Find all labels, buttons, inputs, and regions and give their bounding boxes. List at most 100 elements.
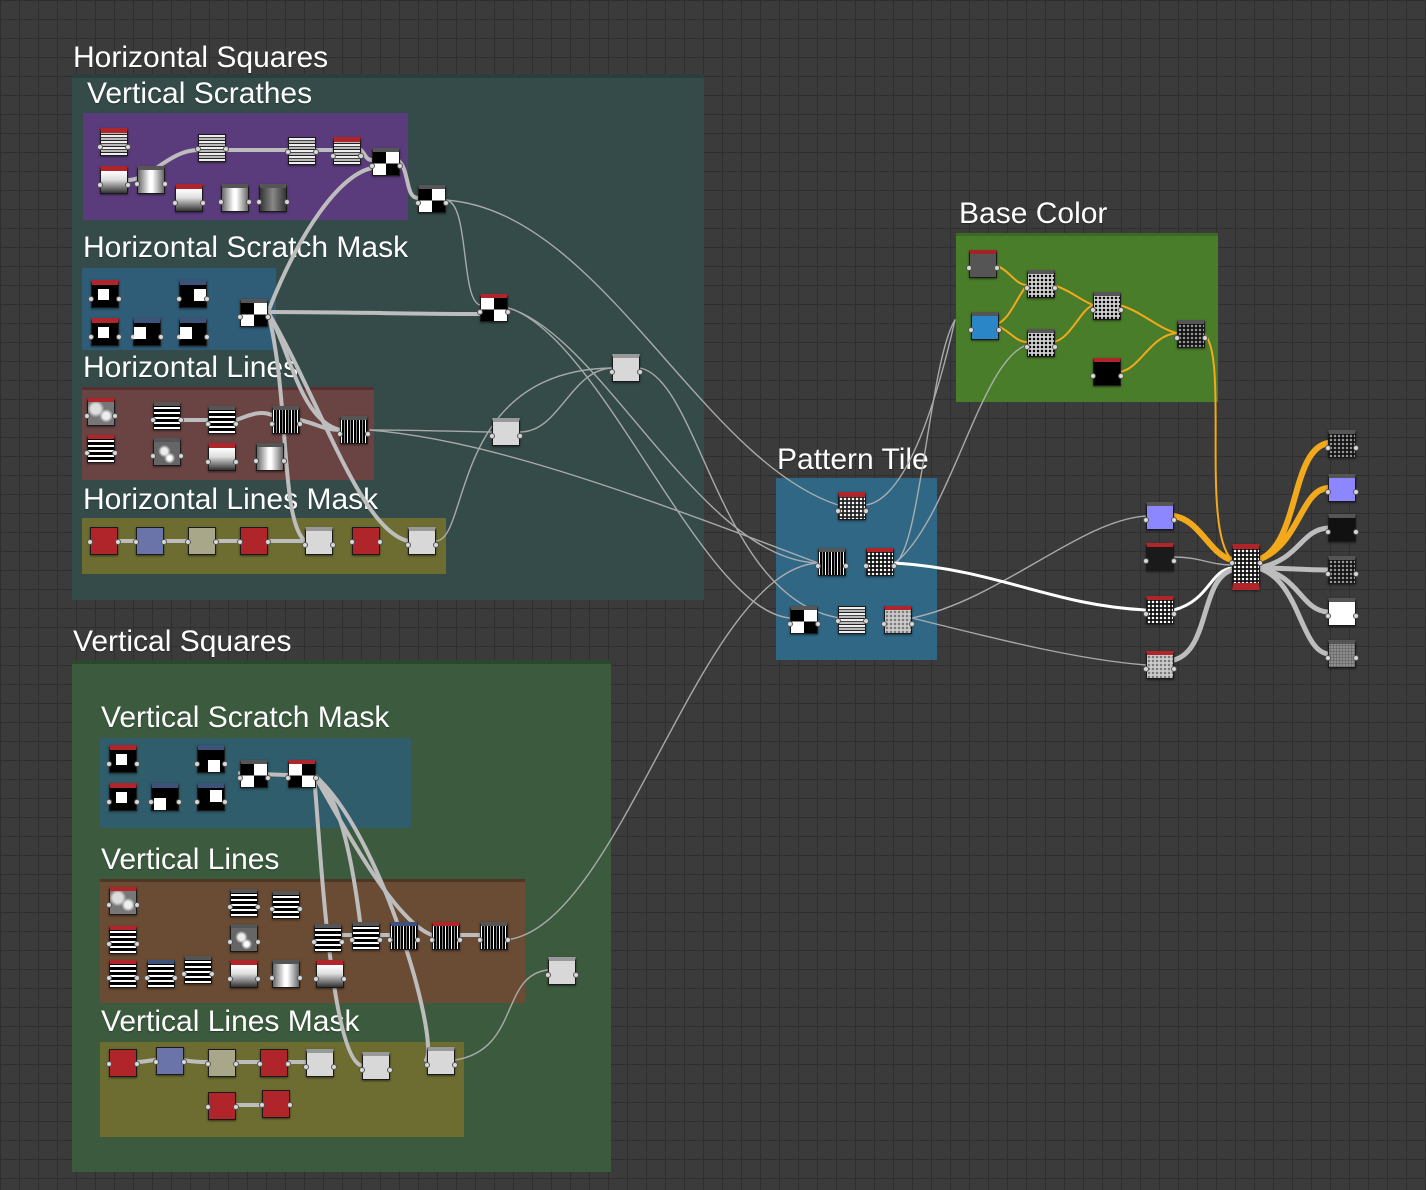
gradient-node[interactable] xyxy=(205,443,239,471)
frame-base-color[interactable] xyxy=(956,233,1218,402)
frame-title: Vertical Scrathes xyxy=(87,77,313,110)
height-node[interactable] xyxy=(1143,651,1177,679)
normal-node[interactable] xyxy=(1143,596,1177,624)
blend-node[interactable] xyxy=(1024,270,1058,298)
transform-node[interactable] xyxy=(176,318,210,346)
shape-node[interactable] xyxy=(88,280,122,308)
lines-node[interactable] xyxy=(227,889,261,917)
shape-node[interactable] xyxy=(106,745,140,773)
output-roughness[interactable] xyxy=(1325,514,1359,542)
blend-node[interactable] xyxy=(429,922,463,950)
noise-node[interactable] xyxy=(106,887,140,915)
blend-node[interactable] xyxy=(787,606,821,634)
blend-node[interactable] xyxy=(237,760,271,788)
blend-node[interactable] xyxy=(424,1047,458,1075)
blend-node[interactable] xyxy=(1090,292,1124,320)
lines-node[interactable] xyxy=(269,891,303,919)
lines-node[interactable] xyxy=(181,956,215,984)
uniform-color-node[interactable] xyxy=(133,527,167,555)
blend-node[interactable] xyxy=(302,527,336,555)
gradient-node[interactable] xyxy=(227,960,261,988)
shape-node[interactable] xyxy=(88,318,122,346)
uniform-color-node[interactable] xyxy=(1090,358,1124,386)
output-base-color[interactable] xyxy=(1325,430,1359,458)
tile-sampler-node[interactable] xyxy=(815,548,849,576)
blend-node[interactable] xyxy=(359,1052,393,1080)
blend-node[interactable] xyxy=(835,606,869,634)
noise-node[interactable] xyxy=(84,398,118,426)
uniform-color-node[interactable] xyxy=(966,250,1000,278)
blend-node[interactable] xyxy=(269,406,303,434)
transform-node[interactable] xyxy=(194,745,228,773)
tile-sampler-node[interactable] xyxy=(835,492,869,520)
lines-node[interactable] xyxy=(84,435,118,463)
wire xyxy=(369,429,819,564)
blend-node[interactable] xyxy=(1024,329,1058,357)
transform-node[interactable] xyxy=(176,280,210,308)
blend-node[interactable] xyxy=(415,185,449,213)
uniform-color-node[interactable] xyxy=(205,1092,239,1120)
scratches-node[interactable] xyxy=(330,137,364,165)
gradient-node[interactable] xyxy=(172,184,206,212)
gradient-node[interactable] xyxy=(313,960,347,988)
blend-node[interactable] xyxy=(405,527,439,555)
lines-node[interactable] xyxy=(144,960,178,988)
lines-node[interactable] xyxy=(205,406,239,434)
uniform-color-node[interactable] xyxy=(106,1049,140,1077)
blend-node[interactable] xyxy=(387,922,421,950)
output-normal[interactable] xyxy=(1325,474,1359,502)
blend-node[interactable] xyxy=(545,957,579,985)
uniform-color-node[interactable] xyxy=(257,1049,291,1077)
frame-title: Horizontal Lines xyxy=(83,351,299,384)
uniform-color-node[interactable] xyxy=(153,1047,187,1075)
blend-node[interactable] xyxy=(477,922,511,950)
tile-sampler-node[interactable] xyxy=(881,606,915,634)
output-metallic[interactable] xyxy=(1325,556,1359,584)
shape-node[interactable] xyxy=(106,783,140,811)
blend-node[interactable] xyxy=(477,294,511,322)
blend-node[interactable] xyxy=(285,760,319,788)
scratches-node[interactable] xyxy=(285,137,319,165)
blend-node[interactable] xyxy=(1174,320,1208,348)
material-node[interactable] xyxy=(1229,544,1263,590)
wire xyxy=(359,148,374,162)
wire xyxy=(298,418,342,432)
blend-node[interactable] xyxy=(237,299,271,327)
lines-node[interactable] xyxy=(106,960,140,988)
blend-node[interactable] xyxy=(337,416,371,444)
gradient-node[interactable] xyxy=(218,184,252,212)
gradient-node[interactable] xyxy=(256,184,290,212)
transform-node[interactable] xyxy=(130,318,164,346)
uniform-color-node[interactable] xyxy=(349,527,383,555)
noise-node[interactable] xyxy=(227,924,261,952)
uniform-color-node[interactable] xyxy=(1143,502,1177,530)
uniform-color-node[interactable] xyxy=(237,527,271,555)
transform-node[interactable] xyxy=(148,783,182,811)
blend-node[interactable] xyxy=(489,418,523,446)
scratches-node[interactable] xyxy=(195,134,229,162)
uniform-color-node[interactable] xyxy=(259,1090,293,1118)
uniform-color-node[interactable] xyxy=(185,527,219,555)
uniform-color-node[interactable] xyxy=(968,312,1002,340)
output-ambient-occlusion[interactable] xyxy=(1325,598,1359,626)
transform-node[interactable] xyxy=(194,783,228,811)
tile-sampler-node[interactable] xyxy=(863,548,897,576)
gradient-node[interactable] xyxy=(253,443,287,471)
uniform-color-node[interactable] xyxy=(1143,543,1177,571)
gradient-node[interactable] xyxy=(97,166,131,194)
noise-node[interactable] xyxy=(150,438,184,466)
noise-node[interactable] xyxy=(97,128,131,156)
gradient-node[interactable] xyxy=(269,960,303,988)
uniform-color-node[interactable] xyxy=(87,527,121,555)
blend-node[interactable] xyxy=(349,922,383,950)
output-height[interactable] xyxy=(1325,640,1359,668)
uniform-color-node[interactable] xyxy=(205,1049,239,1077)
lines-node[interactable] xyxy=(106,926,140,954)
gradient-node[interactable] xyxy=(134,166,168,194)
blend-node[interactable] xyxy=(311,924,345,952)
blend-node[interactable] xyxy=(303,1049,337,1077)
lines-node[interactable] xyxy=(150,402,184,430)
blend-node[interactable] xyxy=(609,354,643,382)
blend-node[interactable] xyxy=(369,148,403,176)
